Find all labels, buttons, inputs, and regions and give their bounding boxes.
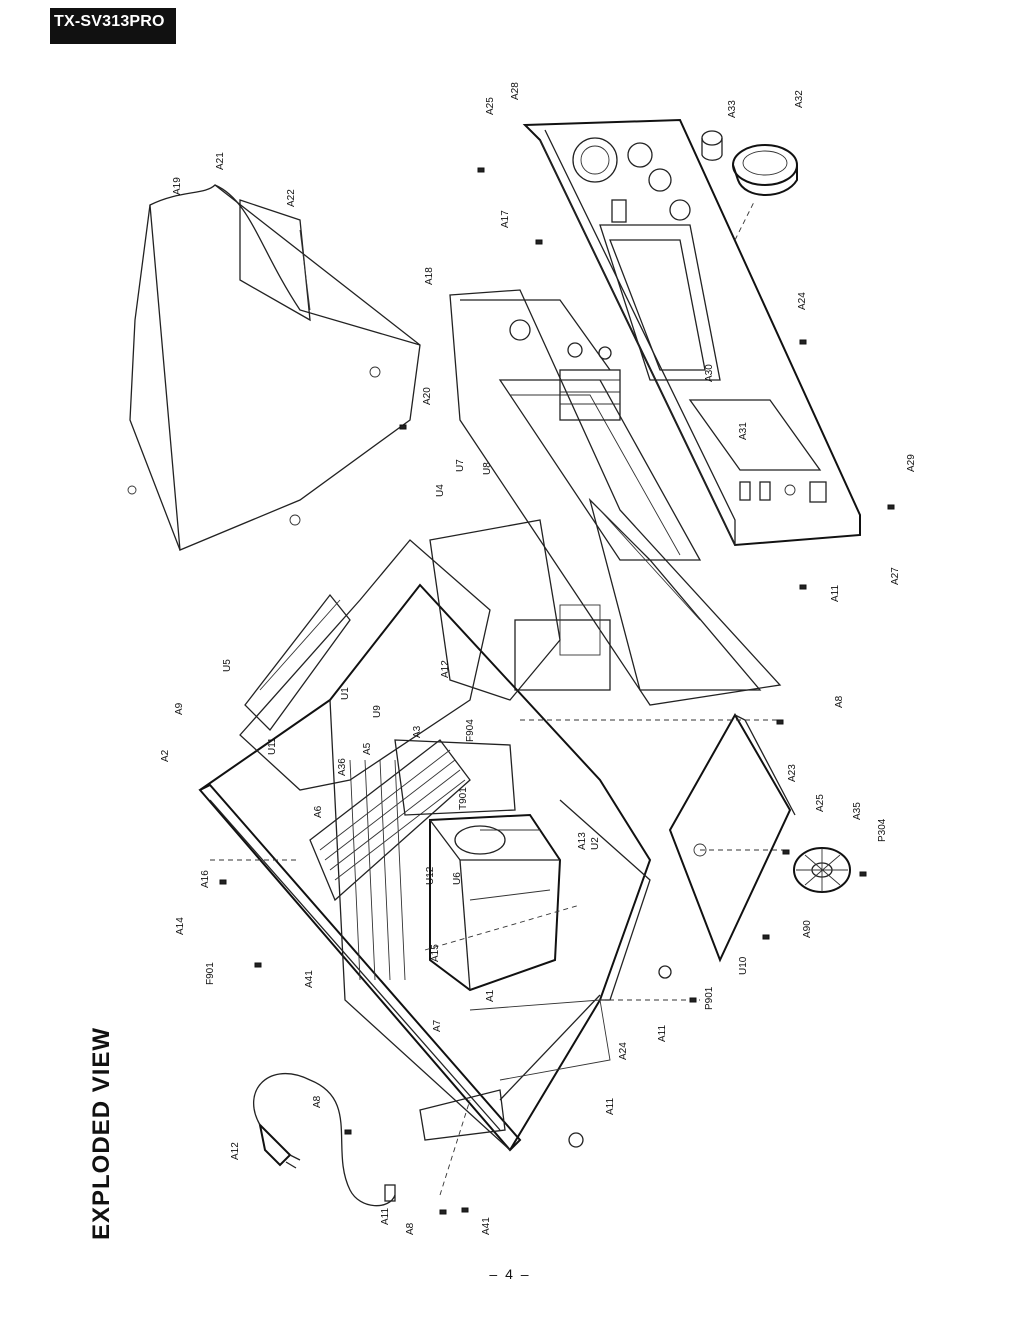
assembly-lines [210, 199, 790, 1196]
volume-knob [732, 144, 798, 196]
callout-label: A41 [481, 1217, 492, 1235]
callout-label: A22 [286, 189, 297, 207]
callout-label: F901 [205, 962, 216, 985]
callout-label: A12 [230, 1142, 241, 1160]
callout-label: A11 [657, 1025, 668, 1042]
callout-label: U11 [267, 737, 278, 755]
callout-label: A9 [174, 702, 185, 715]
callout-label: A11 [380, 1208, 391, 1225]
bottom-plate [668, 712, 796, 963]
callout-label: A1 [485, 989, 496, 1002]
part-callouts: A19 A21 A22 A20 A25 A28 A33 A32 A17 A18 … [160, 82, 917, 1235]
callout-label: A90 [802, 920, 813, 938]
top-cover [127, 184, 421, 551]
page-number: – 4 – [489, 1266, 531, 1282]
callout-label: A5 [362, 742, 373, 755]
callout-label: A31 [738, 422, 749, 440]
callout-label: U4 [435, 484, 446, 497]
callout-label: A32 [794, 90, 805, 108]
callout-label: A35 [852, 802, 863, 820]
foot [793, 847, 851, 893]
callout-label: A25 [815, 794, 826, 812]
callout-label: A33 [727, 100, 738, 118]
callout-label: A24 [618, 1042, 629, 1060]
small-knob [701, 130, 723, 161]
callout-label: A8 [312, 1095, 323, 1108]
callout-label: A27 [890, 567, 901, 585]
power-transformer [429, 813, 562, 992]
callout-label: A20 [422, 387, 433, 405]
callout-label: A3 [412, 725, 423, 738]
callout-label: A19 [172, 177, 183, 195]
callout-label: A13 [577, 832, 588, 850]
callout-label: U5 [222, 659, 233, 672]
callout-label: A21 [215, 152, 226, 170]
callout-label: A11 [830, 585, 841, 602]
callout-label: A6 [313, 805, 324, 818]
callout-label: A7 [432, 1019, 443, 1032]
callout-label: A16 [200, 870, 211, 888]
callout-label: A2 [160, 749, 171, 762]
callout-label: A30 [704, 364, 715, 382]
callout-label: P304 [877, 818, 888, 842]
callout-label: A23 [787, 764, 798, 782]
heatsink [309, 739, 516, 981]
callout-label: A28 [510, 82, 521, 100]
callout-label: U6 [452, 872, 463, 885]
circuit-boards [239, 519, 561, 791]
callout-label: P901 [704, 986, 715, 1010]
screws [219, 167, 895, 1215]
callout-label: A18 [424, 267, 435, 285]
callout-label: A8 [834, 695, 845, 708]
callout-label: A24 [797, 292, 808, 310]
callout-label: A25 [485, 97, 496, 115]
callout-label: A29 [906, 454, 917, 472]
callout-label: A41 [304, 970, 315, 988]
callout-label: U7 [455, 459, 466, 472]
callout-label: U12 [425, 866, 436, 885]
callout-label: A15 [430, 944, 441, 962]
callout-label: U10 [738, 956, 749, 975]
callout-label: A17 [500, 210, 511, 228]
callout-label: U9 [372, 705, 383, 718]
callout-label: U2 [590, 837, 601, 850]
callout-label: U1 [340, 687, 351, 700]
sub-chassis [449, 289, 782, 706]
callout-label: T901 [458, 787, 469, 810]
callout-label: A14 [175, 917, 186, 935]
callout-label: F904 [465, 719, 476, 742]
callout-label: A11 [605, 1098, 616, 1115]
callout-label: A12 [440, 660, 451, 678]
front-panel [522, 118, 861, 547]
callout-label: A8 [405, 1222, 416, 1235]
model-tag: TX-SV313PRO [50, 8, 176, 44]
callout-label: A36 [337, 758, 348, 776]
power-cord [253, 1073, 396, 1207]
callout-label: U8 [482, 462, 493, 475]
